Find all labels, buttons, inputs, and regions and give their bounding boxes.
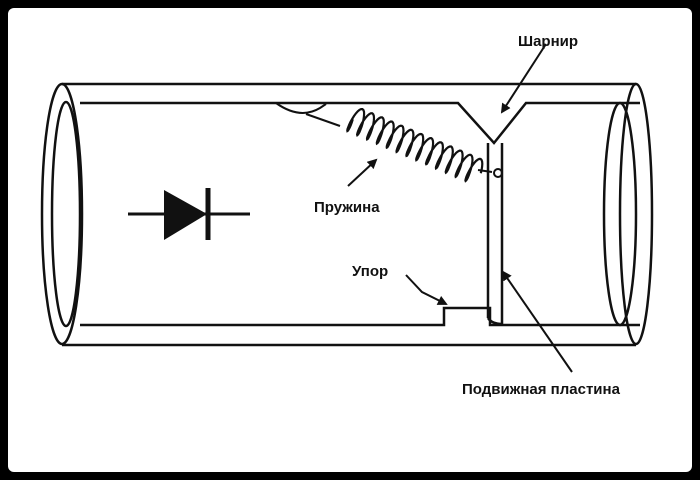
plate-arrow — [501, 270, 573, 373]
movable-plate — [486, 143, 504, 326]
leader-arrows — [347, 43, 573, 373]
tube-body — [62, 82, 640, 347]
spring-coil — [346, 108, 484, 183]
left-tube-end — [40, 82, 84, 346]
hinge-arrow — [500, 43, 547, 114]
spring-label: Пружина — [314, 199, 380, 216]
stop-arrow — [405, 274, 448, 305]
diode-symbol-icon — [128, 188, 250, 240]
spring-mount — [275, 102, 341, 127]
diagram-panel — [8, 8, 692, 472]
spring-arrow — [347, 158, 378, 187]
stop-label: Упор — [352, 263, 388, 280]
right-tube-end — [602, 82, 654, 346]
movable-plate-label: Подвижная пластина — [462, 381, 621, 398]
hinge-label: Шарнир — [518, 33, 578, 50]
